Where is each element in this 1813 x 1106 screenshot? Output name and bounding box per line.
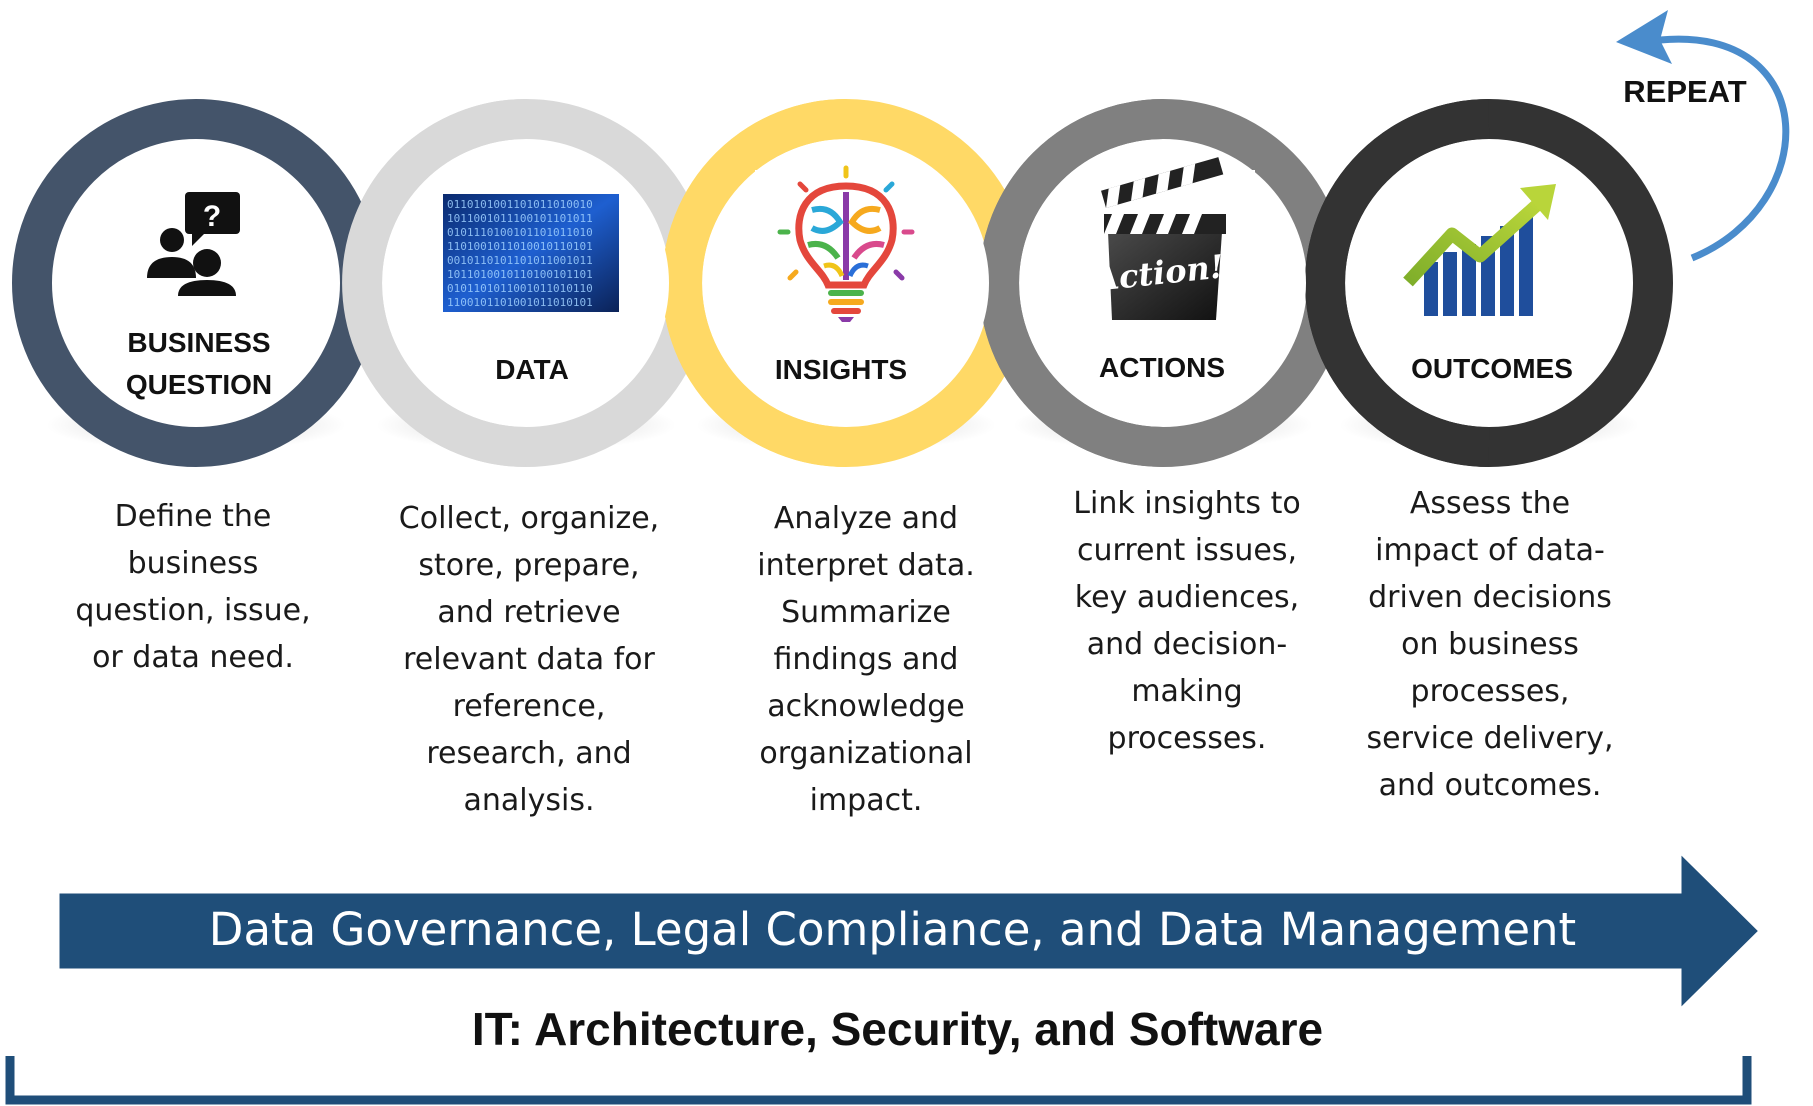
step-description-business-question: Define the business question, issue, or … bbox=[75, 499, 311, 675]
step-title-insights: INSIGHTS bbox=[775, 354, 907, 385]
step-title-outcomes: OUTCOMES bbox=[1411, 353, 1573, 384]
svg-text:0010110101101011001011: 0010110101101011001011 bbox=[447, 254, 593, 267]
svg-text:1100101101001011010101: 1100101101001011010101 bbox=[447, 296, 593, 309]
svg-text:1011010010110100101101: 1011010010110100101101 bbox=[447, 268, 593, 281]
step-description-actions: Link insights to current issues, key aud… bbox=[1073, 486, 1301, 756]
governance-arrow bbox=[56, 848, 1763, 1014]
step-title-business-question-line1: BUSINESS bbox=[127, 327, 270, 358]
governance-label: Data Governance, Legal Compliance, and D… bbox=[208, 903, 1577, 956]
svg-text:0110101001101011010010: 0110101001101011010010 bbox=[447, 198, 593, 211]
svg-text:1011001011100101101011: 1011001011100101101011 bbox=[447, 212, 593, 225]
clapperboard-icon: Action! bbox=[1075, 157, 1255, 340]
svg-text:1101001011010010110101: 1101001011010010110101 bbox=[447, 240, 593, 253]
brain-lightbulb-icon bbox=[755, 165, 935, 330]
svg-text:?: ? bbox=[203, 200, 221, 233]
svg-text:0101110100101101011010: 0101110100101101011010 bbox=[447, 226, 593, 239]
people-question-icon: ? bbox=[147, 192, 240, 296]
step-title-actions: ACTIONS bbox=[1099, 352, 1225, 383]
svg-text:0101101011001011010110: 0101101011001011010110 bbox=[447, 282, 593, 295]
step-description-insights: Analyze and interpret data. Summarize fi… bbox=[757, 501, 975, 818]
it-label: IT: Architecture, Security, and Software bbox=[471, 1003, 1324, 1055]
repeat-label: REPEAT bbox=[1623, 74, 1747, 109]
step-title-data: DATA bbox=[495, 354, 569, 385]
curved-arrow-icon bbox=[1616, 10, 1790, 262]
step-title-business-question-line2: QUESTION bbox=[126, 369, 272, 400]
step-description-data: Collect, organize, store, prepare, and r… bbox=[398, 501, 660, 818]
growth-chart-icon bbox=[1403, 184, 1556, 316]
binary-data-icon: 0110101001101011010010 10110010111001011… bbox=[443, 194, 619, 312]
it-bracket bbox=[5, 1056, 1752, 1105]
step-description-outcomes: Assess the impact of data- driven decisi… bbox=[1366, 486, 1614, 803]
